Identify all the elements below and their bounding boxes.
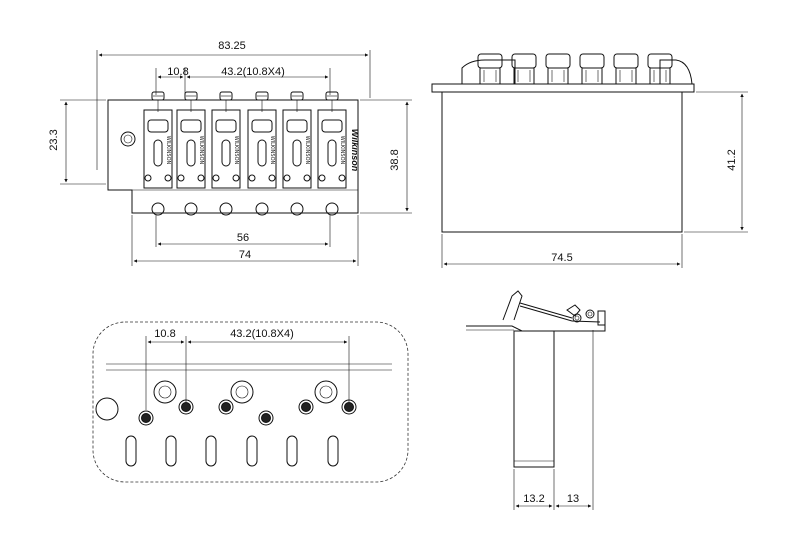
saddle-label: WILKINSON [339,136,345,165]
pivot-hole [258,410,274,426]
side-saddle [511,53,537,69]
dim-spacing-group: 43.2(10.8X4) [221,66,285,78]
string-slot [205,435,217,467]
saddle-label: WILKINSON [233,136,239,165]
pivot-hole [298,399,314,415]
saddle [282,109,312,189]
template-pivot-holes [138,399,357,426]
dim-spacing-first: 10.8 [167,66,188,78]
tpl-dim-spacing-first: 10.8 [154,328,175,340]
saddle-label: WILKINSON [198,136,204,165]
saddle [143,109,173,189]
dim-height-right: 38.8 [389,149,401,170]
screw-hole [184,202,198,216]
saddle-label: WILKINSON [165,136,171,165]
dim-block-width: 74.5 [551,252,572,264]
string-slot [125,435,137,467]
dim-height-left: 23.3 [48,129,60,150]
string-slot [165,435,177,467]
template-view: 10.8 43.2(10.8X4) [92,321,409,483]
template-outline [92,321,409,483]
saddle [247,109,277,189]
saddle [176,109,206,189]
side-saddles [477,53,673,85]
screw-hole [255,202,269,216]
side-saddle [579,53,605,69]
string-slot [246,435,258,467]
pivot-hole [218,399,234,415]
stud-hole [314,380,338,404]
dim-screw-spacing: 56 [237,232,249,244]
screw-hole [290,202,304,216]
screw-hole [151,202,165,216]
side-saddle [613,53,639,69]
template-stud-holes [153,380,338,404]
template-mount-hole [95,397,119,421]
screw-hole [219,202,233,216]
bottom-screw-holes [151,202,339,216]
side-view: 74.5 41.2 [431,53,748,268]
front-base-plate [107,99,359,214]
string-slot [327,435,339,467]
screw-hole [325,202,339,216]
dim-overall-width: 83.25 [218,40,246,52]
side-block [441,91,683,233]
stud-hole [153,380,177,404]
side-saddle [477,53,503,69]
front-mount-hole [120,131,136,147]
profile-block [513,330,555,468]
profile-dim-depth: 13.2 [523,493,544,505]
saddle [211,109,241,189]
template-string-slots [125,435,339,467]
side-saddle [545,53,571,69]
pivot-hole [138,410,154,426]
saddle [317,109,347,189]
side-top-plate [431,83,695,93]
stud-hole [230,380,254,404]
dim-side-height: 41.2 [726,149,738,170]
saddle-label: WILKINSON [304,136,310,165]
profile-dim-offset: 13 [567,493,579,505]
front-view: WILKINSON WILKINSON WILKINSON WILKINSON WILK… [48,40,412,266]
profile-view: 13.2 13 [466,290,606,510]
brand-logo: Wilkinson [350,129,360,172]
dim-plate-width: 74 [239,249,251,261]
saddles: WILKINSON WILKINSON WILKINSON WILKINSON WILK… [143,109,347,189]
saddle-screws-top [151,91,339,112]
string-slot [286,435,298,467]
tpl-dim-spacing-group: 43.2(10.8X4) [230,328,294,340]
saddle-label: WILKINSON [269,136,275,165]
